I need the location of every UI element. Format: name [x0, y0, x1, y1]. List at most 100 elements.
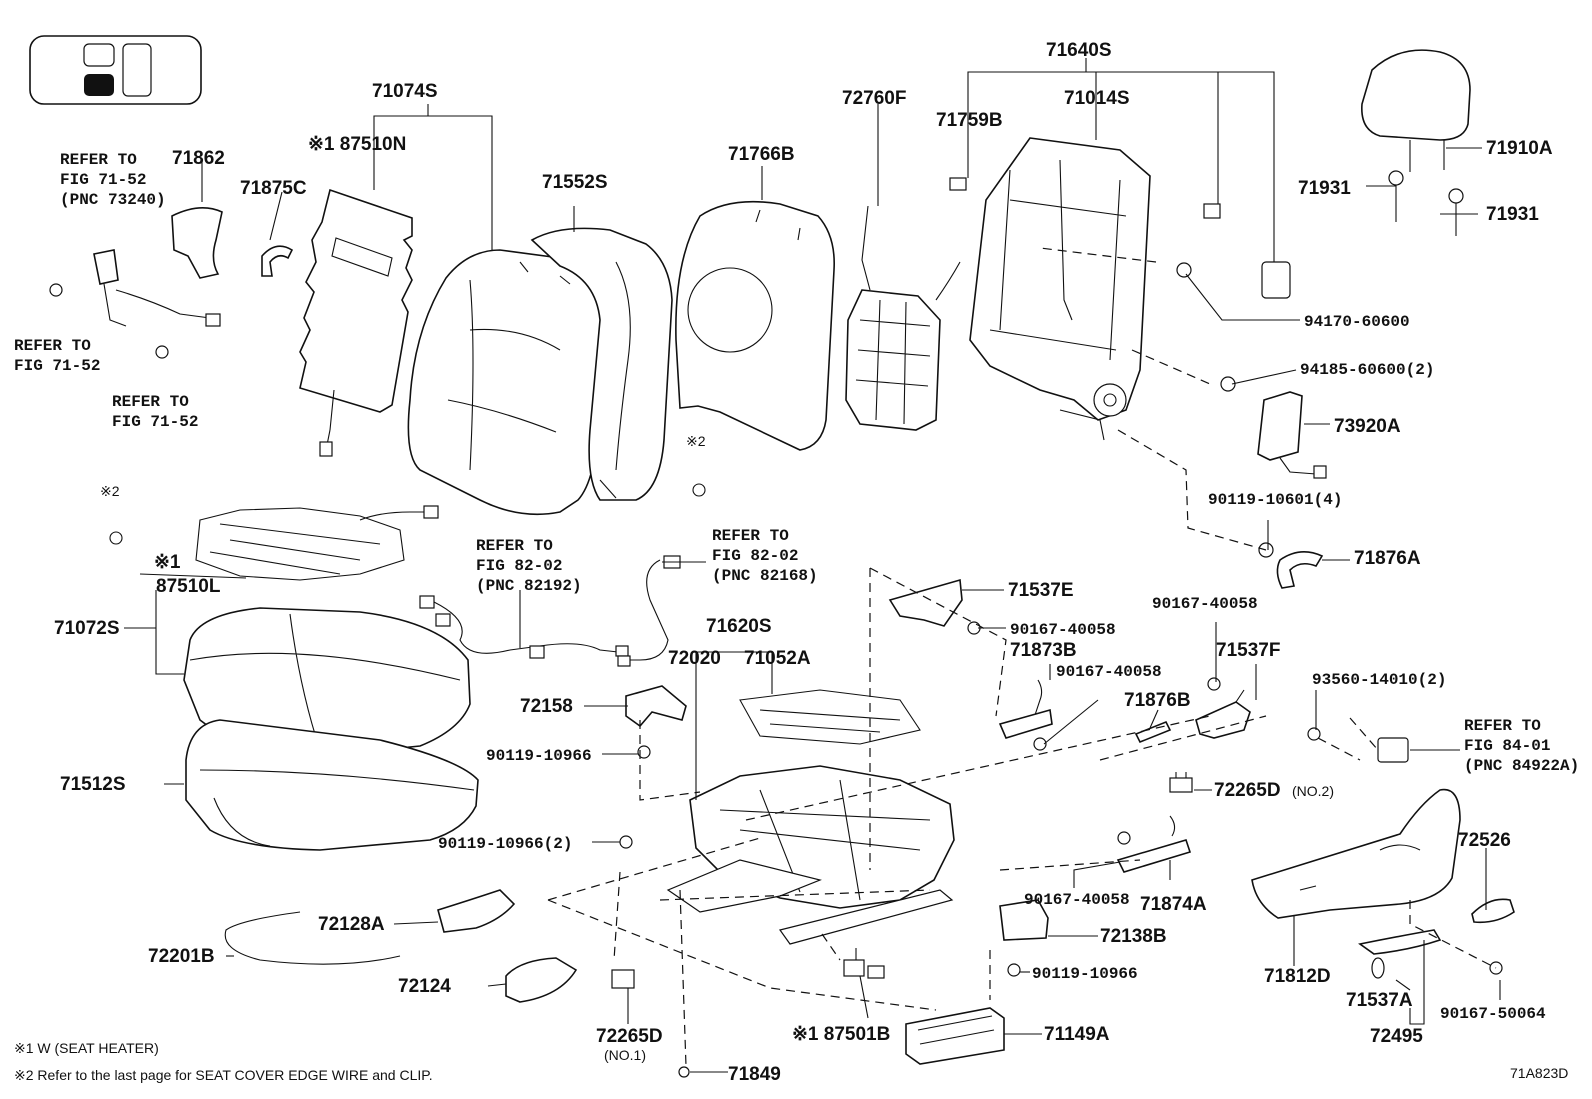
label-71014S: 71014S: [1064, 88, 1130, 109]
ref-fig-71-52-left: REFER TO FIG 71-52: [14, 337, 100, 375]
label-71512S: 71512S: [60, 774, 126, 795]
connector-72265D-no1-drawing: [611, 969, 635, 989]
label-71931-bottom: 71931: [1486, 204, 1539, 225]
belt-buckle-drawing: [49, 249, 221, 359]
label-72265D-no1: 72265D: [596, 1026, 663, 1047]
cover-71875C-drawing: [261, 245, 294, 277]
fasteners-drawing: [109, 170, 1503, 1078]
label-71640S: 71640S: [1046, 40, 1112, 61]
label-71149A: 71149A: [1044, 1024, 1110, 1045]
label-71876B: 71876B: [1124, 690, 1191, 711]
label-90119-10601: 90119-10601(4): [1208, 491, 1342, 509]
label-mark2-cushion: ※2: [100, 483, 120, 499]
label-87510L: 87510L: [156, 576, 221, 597]
wire-72201B-drawing: [224, 911, 401, 965]
headrest-drawing: [1361, 49, 1471, 172]
footnote-seat-heater: ※1 W (SEAT HEATER): [14, 1040, 159, 1056]
label-87510N: ※1 87510N: [308, 134, 406, 155]
diagram-id: 71A823D: [1510, 1065, 1568, 1081]
label-90167-50064: 90167-50064: [1440, 1005, 1546, 1023]
heater-mat-back-drawing: [299, 188, 413, 457]
connector-72265D-no2-drawing: [1169, 772, 1193, 793]
label-93560-14010: 93560-14010(2): [1312, 671, 1446, 689]
side-shield-71812D-drawing: [1251, 788, 1461, 919]
bracket-72158-drawing: [625, 685, 687, 728]
label-90167-40058-a: 90167-40058: [1010, 621, 1116, 639]
label-71072S: 71072S: [54, 618, 120, 639]
dashed-guide-lines: [547, 247, 1497, 1067]
cover-71149A-drawing: [905, 1007, 1005, 1065]
footnote-edge-wire: ※2 Refer to the last page for SEAT COVER…: [14, 1067, 433, 1083]
cushion-pad-drawing: [185, 719, 479, 851]
seatback-cover-drawing: [407, 249, 605, 516]
label-94185-60600: 94185-60600(2): [1300, 361, 1434, 379]
reference-labels: REFER TO FIG 71-52 (PNC 73240) REFER TO …: [14, 151, 1579, 775]
label-71876A: 71876A: [1354, 548, 1421, 569]
label-72495: 72495: [1370, 1026, 1423, 1047]
seat-frame-drawing: [666, 689, 955, 945]
cover-71537F-drawing: [1195, 689, 1251, 739]
label-71874A: 71874A: [1140, 894, 1207, 915]
ref-fig-71-52-lower: REFER TO FIG 71-52: [112, 393, 198, 431]
label-72526: 72526: [1458, 830, 1511, 851]
label-71931-top: 71931: [1298, 178, 1351, 199]
label-72265D-no2-note: (NO.2): [1292, 783, 1334, 799]
label-72265D-no1-note: (NO.1): [604, 1047, 646, 1063]
label-71537E: 71537E: [1008, 580, 1074, 601]
label-71537A: 71537A: [1346, 990, 1413, 1011]
label-71875C: 71875C: [240, 178, 307, 199]
label-71552S: 71552S: [542, 172, 608, 193]
label-90119-10966-a: 90119-10966: [486, 747, 592, 765]
heater-mat-cushion-drawing: [195, 505, 439, 581]
ref-fig-82-02-pnc-82168: REFER TO FIG 82-02 (PNC 82168): [712, 527, 818, 585]
label-71910A: 71910A: [1486, 138, 1553, 159]
label-73920A: 73920A: [1334, 416, 1401, 437]
label-71766B: 71766B: [728, 144, 795, 165]
label-71862: 71862: [172, 148, 225, 169]
label-72128A: 72128A: [318, 914, 385, 935]
label-87501B: ※1 87501B: [792, 1024, 890, 1045]
harness-82192-drawing: [419, 595, 629, 659]
label-71620S: 71620S: [706, 616, 772, 637]
wire-71874A-drawing: [1116, 815, 1192, 873]
label-90119-10966-b: 90119-10966: [1032, 965, 1138, 983]
seatback-pad-drawing: [530, 227, 673, 501]
label-72138B: 72138B: [1100, 926, 1167, 947]
back-board-drawing: [675, 200, 835, 451]
label-71052A: 71052A: [744, 648, 811, 669]
label-94170-60600: 94170-60600: [1304, 313, 1410, 331]
label-71074S: 71074S: [372, 81, 438, 102]
cover-71537E-drawing: [888, 578, 963, 627]
label-72158: 72158: [520, 696, 573, 717]
footnotes: ※1 W (SEAT HEATER) ※2 Refer to the last …: [14, 1040, 433, 1083]
label-72265D-no2: 72265D: [1214, 780, 1281, 801]
sensor-87501B-drawing: [843, 948, 885, 979]
cover-71862-drawing: [171, 207, 223, 279]
recliner-drawing: [845, 205, 961, 431]
seat-position-icon: [29, 35, 202, 105]
label-87510L-mark: ※1: [154, 552, 181, 573]
leader-lines: [124, 58, 1501, 1073]
label-72124: 72124: [398, 976, 451, 997]
label-71849: 71849: [728, 1064, 781, 1085]
label-71537F: 71537F: [1216, 640, 1280, 661]
label-72201B: 72201B: [148, 946, 215, 967]
cover-72138B-drawing: [999, 899, 1049, 941]
label-90167-40058-c: 90167-40058: [1152, 595, 1258, 613]
hook-71873B-drawing: [998, 679, 1053, 739]
cover-72124-drawing: [505, 957, 578, 1003]
label-90167-40058-b: 90167-40058: [1056, 663, 1162, 681]
ref-fig-84-01-pnc-84922A: REFER TO FIG 84-01 (PNC 84922A): [1464, 717, 1579, 775]
label-71812D: 71812D: [1264, 966, 1331, 987]
knob-72526-drawing: [1471, 898, 1515, 924]
ref-fig-82-02-pnc-82192: REFER TO FIG 82-02 (PNC 82192): [476, 537, 582, 595]
cover-71876A-drawing: [1276, 551, 1324, 589]
ref-fig-71-52-pnc-73240: REFER TO FIG 71-52 (PNC 73240): [60, 151, 166, 209]
label-mark2-back: ※2: [686, 433, 706, 449]
cover-72128A-drawing: [437, 889, 516, 933]
part-labels: 71074S ※1 87510N 71862 71875C 71552S 717…: [54, 40, 1568, 1085]
lever-72495-drawing: [1358, 929, 1442, 979]
label-71873B: 71873B: [1010, 640, 1077, 661]
label-72760F: 72760F: [842, 88, 906, 109]
